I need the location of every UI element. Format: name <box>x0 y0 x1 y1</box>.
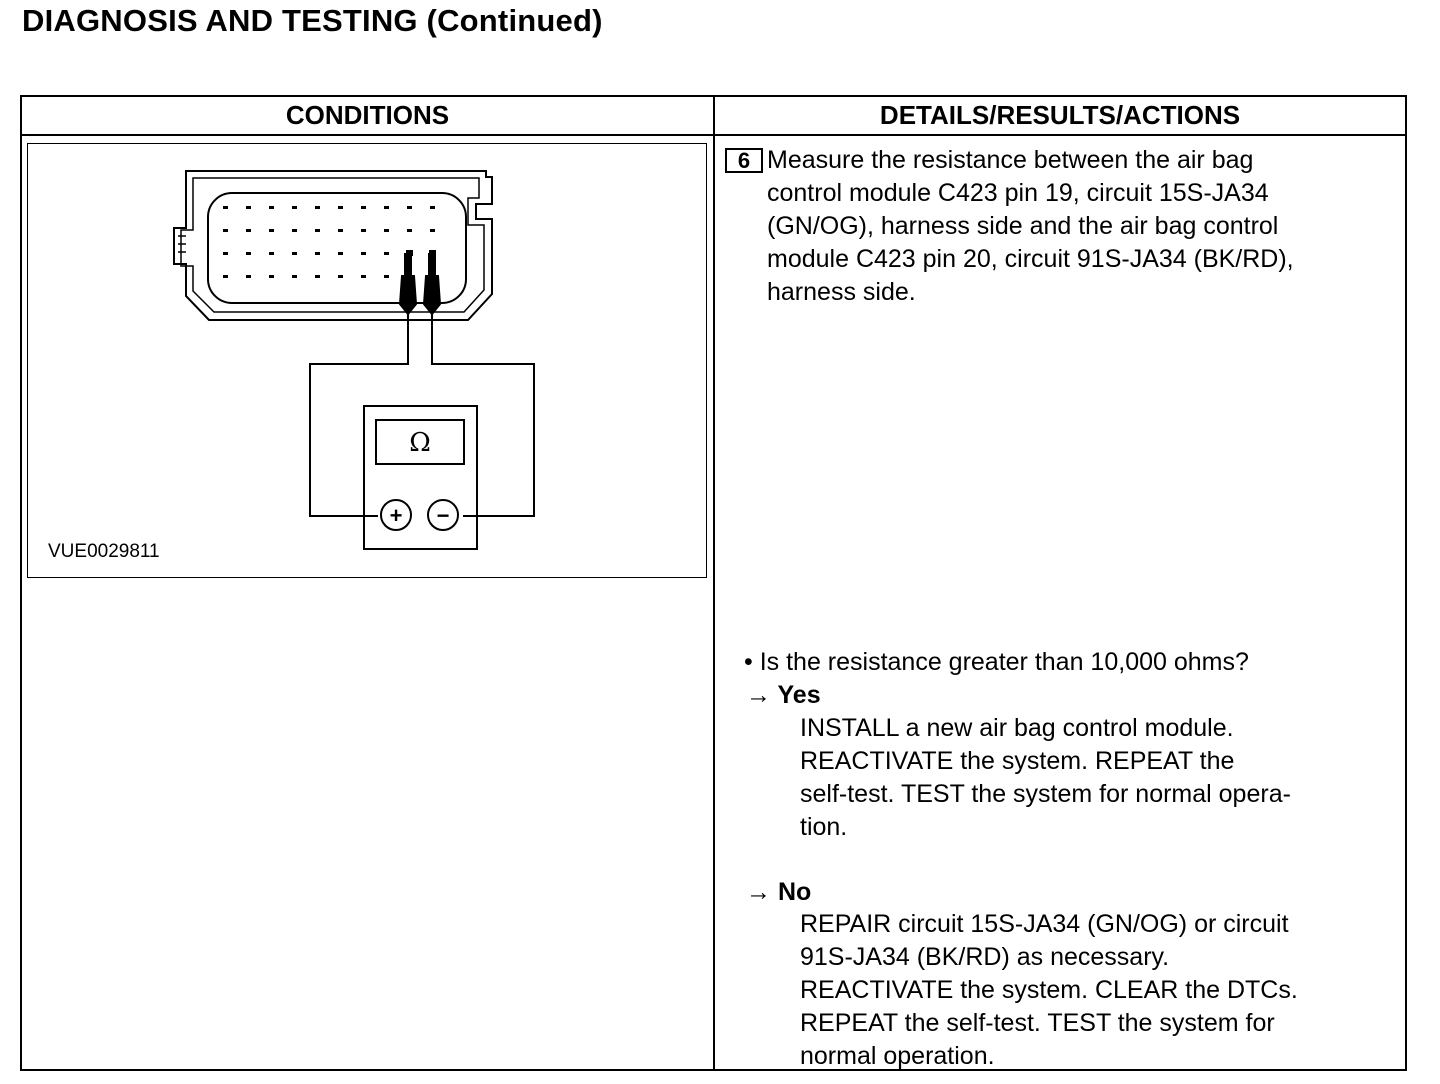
connector-pin <box>338 206 343 209</box>
no-actions: REPAIR circuit 15S-JA34 (GN/OG) or circu… <box>800 908 1298 1073</box>
connector-pin <box>246 206 251 209</box>
connector-pin <box>269 206 274 209</box>
column-divider <box>713 97 715 1069</box>
yes-action-line: tion. <box>800 813 848 841</box>
connector-pin <box>223 275 228 278</box>
connector-pin <box>361 275 366 278</box>
connector-icon <box>173 170 493 321</box>
connector-pin <box>338 229 343 232</box>
connector-pin <box>407 206 412 209</box>
no-label: → No <box>746 878 812 906</box>
connector-pin <box>246 252 251 255</box>
connector-pin <box>315 275 320 278</box>
figure-code: VUE0029811 <box>48 541 160 562</box>
connector-pin <box>361 206 366 209</box>
connector-pin <box>292 229 297 232</box>
connector-pin <box>338 252 343 255</box>
connector-pin <box>338 275 343 278</box>
connector-pin <box>315 206 320 209</box>
no-action-line: REPEAT the self-test. TEST the system fo… <box>800 1009 1275 1037</box>
connector-pin <box>430 206 435 209</box>
yes-action-line: REACTIVATE the system. REPEAT the <box>800 747 1235 775</box>
connector-pin <box>246 229 251 232</box>
minus-terminal: − <box>437 503 450 528</box>
no-action-line: REPAIR circuit 15S-JA34 (GN/OG) or circu… <box>800 910 1289 938</box>
connector-pin <box>269 229 274 232</box>
connector-pin <box>223 229 228 232</box>
connector-pin <box>223 206 228 209</box>
connector-pin <box>292 206 297 209</box>
connector-pin <box>292 252 297 255</box>
connector-pin <box>315 229 320 232</box>
plus-terminal: + <box>390 503 403 528</box>
meter-symbol: Ω <box>409 428 431 458</box>
connector-pin <box>361 252 366 255</box>
connector-pin <box>384 275 389 278</box>
page-title: DIAGNOSIS AND TESTING (Continued) <box>22 3 603 38</box>
step-line: Measure the resistance between the air b… <box>767 146 1254 174</box>
yes-actions: INSTALL a new air bag control module. RE… <box>800 712 1291 844</box>
connector-pin <box>361 229 366 232</box>
no-action-line: 91S-JA34 (BK/RD) as necessary. <box>800 943 1170 971</box>
connector-pin <box>430 229 435 232</box>
connector-pin <box>223 252 228 255</box>
connector-pin <box>269 252 274 255</box>
connector-pin <box>269 275 274 278</box>
step-number-badge: 6 <box>725 148 763 173</box>
yes-action-line: self-test. TEST the system for normal op… <box>800 780 1291 808</box>
step-line: module C423 pin 20, circuit 91S-JA34 (BK… <box>767 245 1294 273</box>
ohmmeter-icon <box>363 405 478 550</box>
step-line: (GN/OG), harness side and the air bag co… <box>767 212 1279 240</box>
wiring-diagram: Ω + − <box>173 170 535 550</box>
yes-action-line: INSTALL a new air bag control module. <box>800 714 1234 742</box>
yes-label: → Yes <box>746 681 821 709</box>
no-action-line: REACTIVATE the system. CLEAR the DTCs. <box>800 976 1298 1004</box>
header-details: DETAILS/RESULTS/ACTIONS <box>879 100 1241 130</box>
no-action-line: normal operation. <box>800 1042 995 1070</box>
diagnosis-table: CONDITIONS DETAILS/RESULTS/ACTIONS <box>20 95 1407 1071</box>
connector-pin <box>246 275 251 278</box>
connector-pin <box>292 275 297 278</box>
connector-pin <box>384 229 389 232</box>
wiring-figure: Ω + − VUE0029811 <box>27 143 707 578</box>
connector-pin <box>384 252 389 255</box>
connector-pin <box>407 229 412 232</box>
step-instructions: Measure the resistance between the air b… <box>767 144 1294 309</box>
test-question: • Is the resistance greater than 10,000 … <box>744 648 1249 676</box>
probe-leads <box>309 253 535 517</box>
connector-pin <box>315 252 320 255</box>
step-line: control module C423 pin 19, circuit 15S-… <box>767 179 1269 207</box>
step-line: harness side. <box>767 278 916 306</box>
connector-pin <box>384 206 389 209</box>
header-conditions: CONDITIONS <box>285 100 450 130</box>
